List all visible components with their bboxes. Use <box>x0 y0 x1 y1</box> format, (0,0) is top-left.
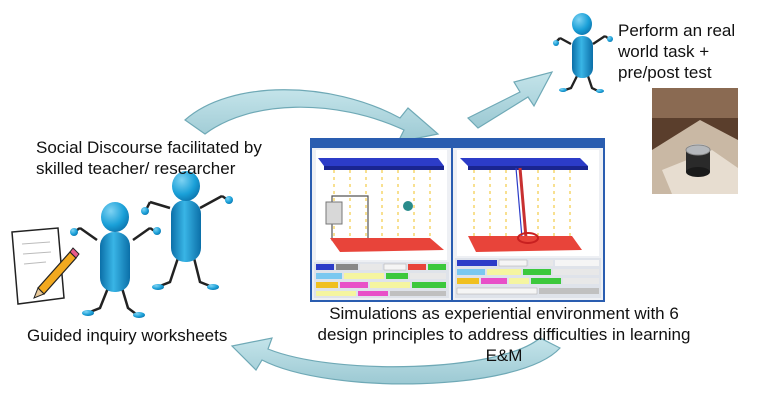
top-curved-arrow <box>184 89 440 143</box>
real-world-task-label: Perform an real world task + pre/post te… <box>618 21 736 82</box>
stick-figure-icon <box>141 171 233 290</box>
up-right-arrow <box>466 71 554 129</box>
stick-figure-icon <box>553 13 613 93</box>
stick-figure-icon <box>70 202 161 318</box>
pencil-icon <box>33 247 80 299</box>
simulations-label: Simulations as experiential environment … <box>317 304 691 365</box>
social-discourse-label: Social Discourse facilitated by skilled … <box>36 138 262 178</box>
real-world-photo <box>652 88 738 194</box>
bottom-curved-arrow <box>230 337 561 385</box>
worksheets-label: Guided inquiry worksheets <box>27 326 228 345</box>
simulation-screenshot <box>310 138 605 302</box>
